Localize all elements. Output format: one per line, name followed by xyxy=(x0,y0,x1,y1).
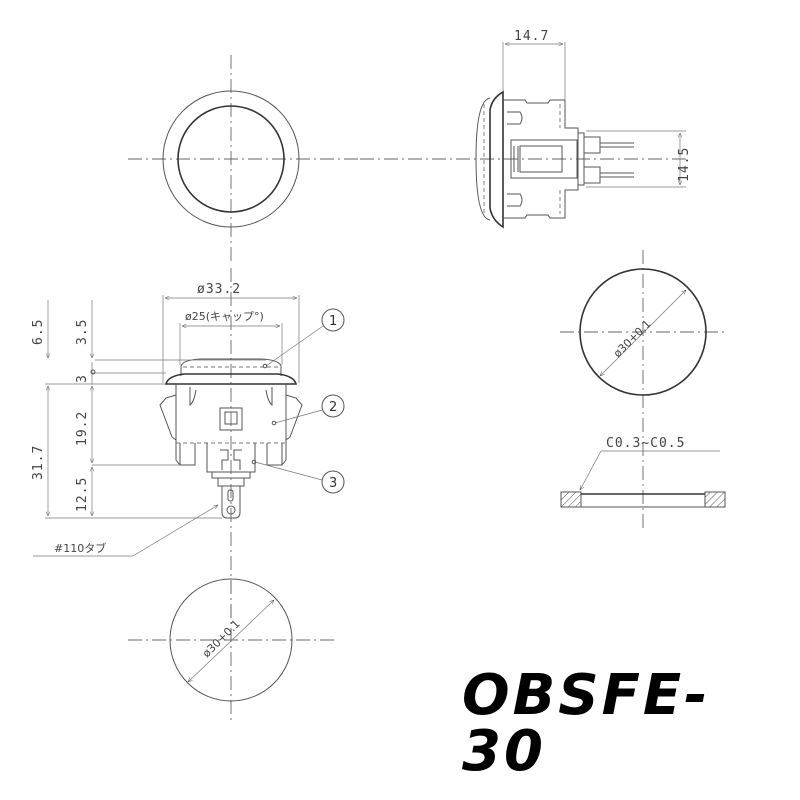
side-view: 14.7 14.5 xyxy=(475,29,692,229)
dim-body-depth: 19.2 xyxy=(75,411,90,446)
dim-depth: 14.7 xyxy=(514,29,549,44)
terminal-note: #110タブ xyxy=(54,541,106,555)
balloon-1: 1 xyxy=(329,314,337,329)
cutout-diameter-right: ø30+0.1 xyxy=(611,317,654,360)
model-label: OBSFE-30 xyxy=(462,663,711,784)
dim-cap-height: 3.5 xyxy=(75,319,90,345)
cutout-diameter-bottom: ø30+0.1 xyxy=(200,617,243,660)
balloon-3: 3 xyxy=(329,476,337,491)
chamfer-section: C0.3~C0.5 xyxy=(560,436,726,508)
dim-outer-diameter: ø33.2 xyxy=(197,282,241,297)
dim-bezel-thickness: 3 xyxy=(75,374,90,383)
dim-cap-height-total: 6.5 xyxy=(31,319,46,345)
dim-terminal-spacing: 14.5 xyxy=(677,147,692,182)
panel-cutout-right: ø30+0.1 xyxy=(560,250,725,530)
dim-total-depth: 31.7 xyxy=(31,445,46,480)
elevation-view: ø33.2 ø25(キャップ°) xyxy=(31,268,345,650)
dim-terminal-length: 12.5 xyxy=(75,477,90,512)
chamfer-note: C0.3~C0.5 xyxy=(606,436,685,451)
panel-cutout-bottom: ø30+0.1 xyxy=(128,578,335,722)
dim-cap-diameter: ø25(キャップ°) xyxy=(185,310,264,323)
balloon-2: 2 xyxy=(329,400,337,415)
front-view xyxy=(128,55,360,265)
